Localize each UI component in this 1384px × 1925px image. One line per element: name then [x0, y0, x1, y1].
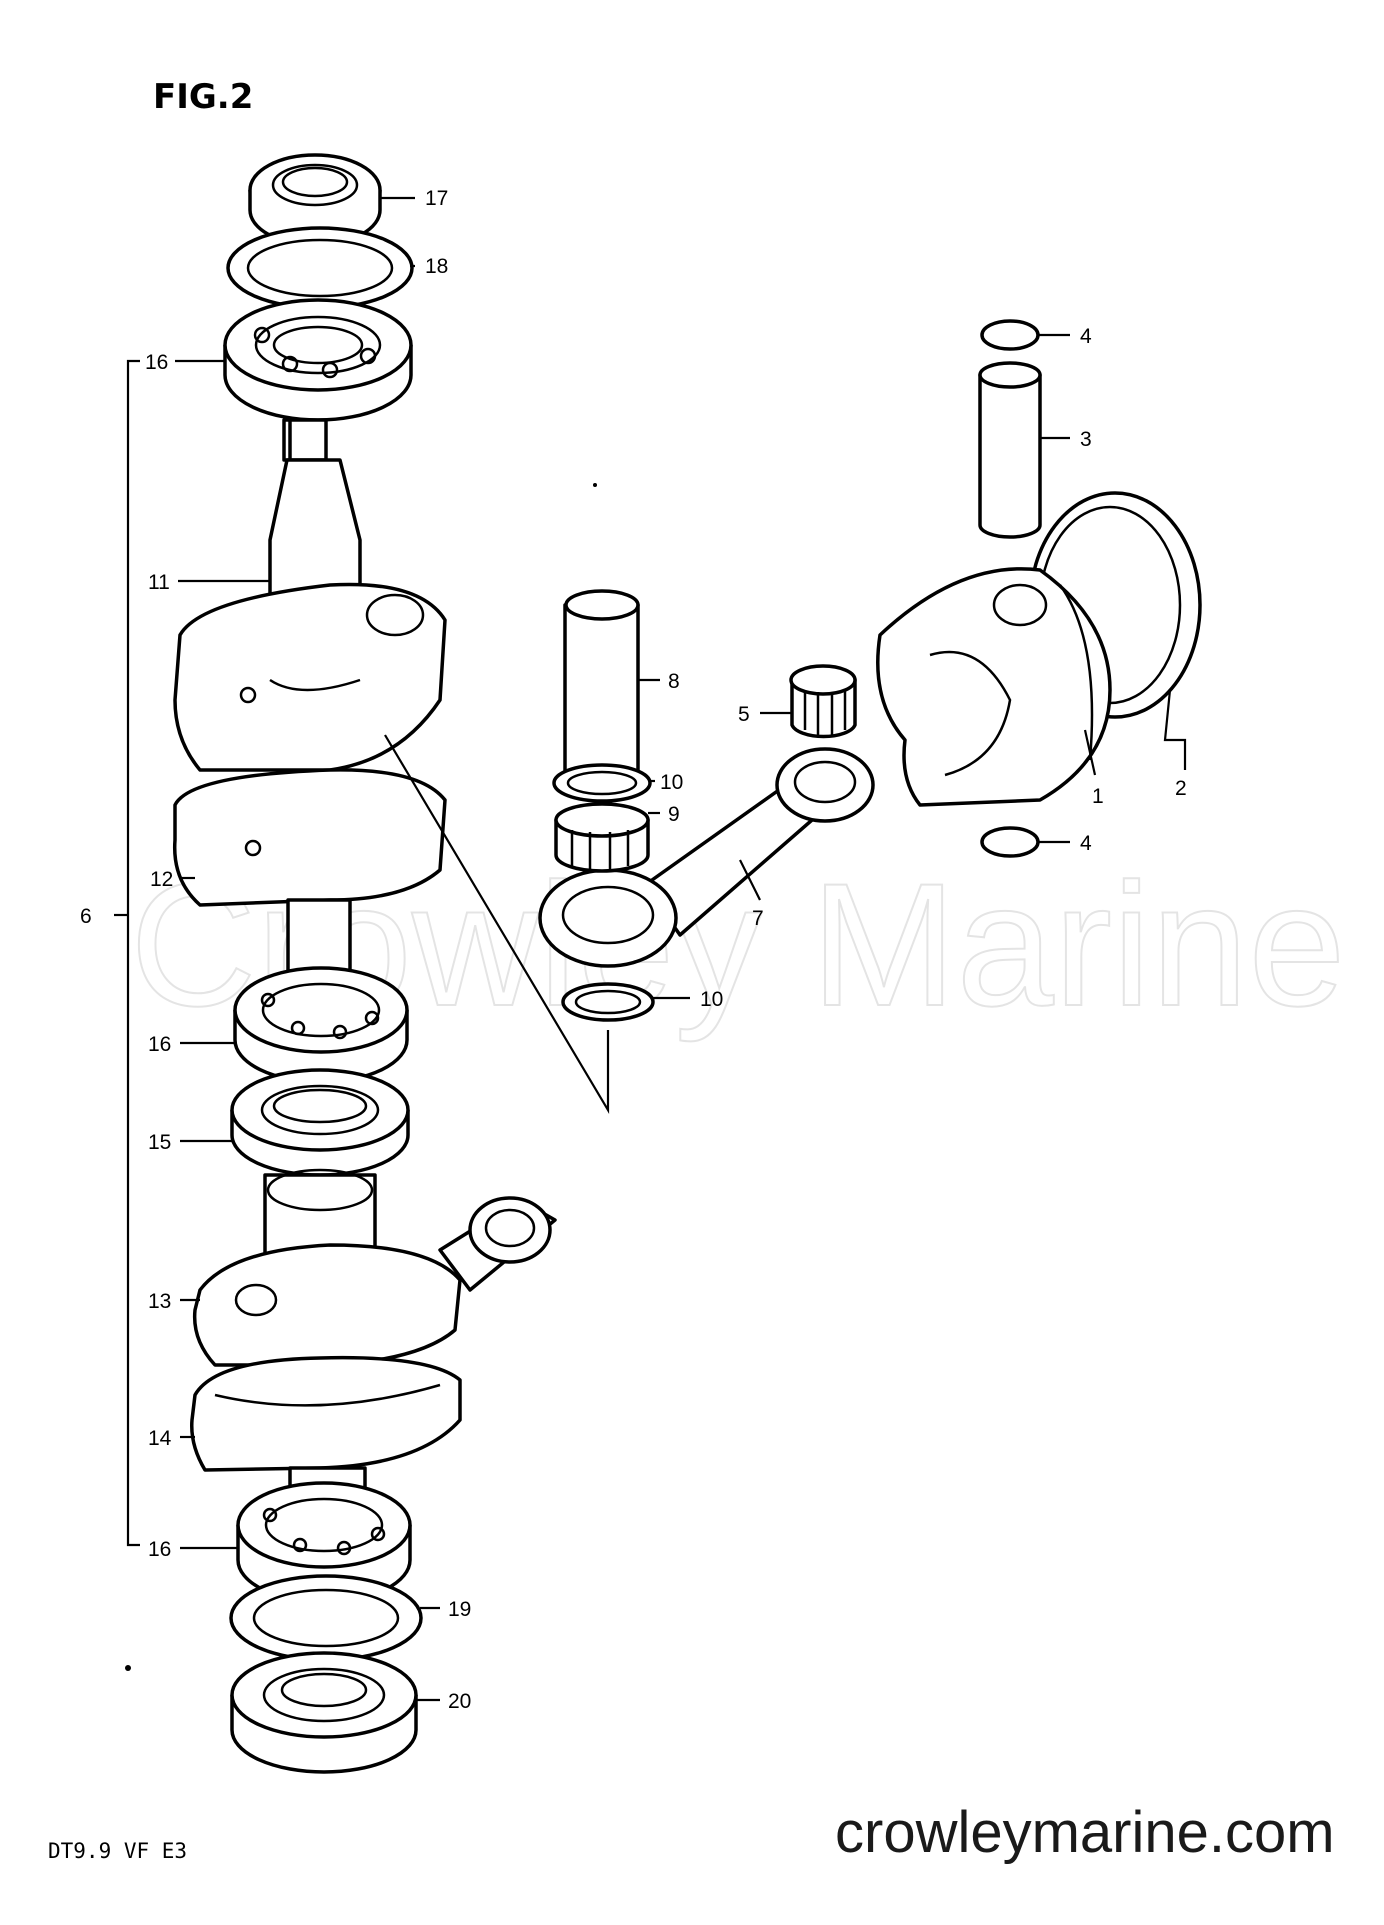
circlip-top [980, 319, 1040, 351]
callout-6: 6 [80, 905, 92, 928]
thrust-washer-upper [552, 763, 652, 803]
callout-17: 17 [425, 187, 448, 210]
model-code: DT9.9 VF E3 [48, 1839, 187, 1863]
crank-web-13 [192, 1168, 557, 1367]
callout-19: 19 [448, 1598, 471, 1621]
assembly-guide [384, 734, 610, 1115]
seal-15 [230, 1068, 410, 1177]
callout-3: 3 [1080, 428, 1092, 451]
callout-8: 8 [668, 670, 680, 693]
thrust-washer-lower [561, 982, 655, 1022]
callout-4-bottom: 4 [1080, 832, 1092, 855]
callout-7: 7 [752, 907, 764, 930]
washer-bottom [229, 1574, 423, 1662]
crank-web-12 [172, 768, 447, 1007]
callout-9: 9 [668, 803, 680, 826]
callout-18: 18 [425, 255, 448, 278]
callout-16-lower: 16 [148, 1538, 171, 1561]
group-bracket [126, 359, 140, 1547]
callout-16-middle: 16 [148, 1033, 171, 1056]
callout-20: 20 [448, 1690, 471, 1713]
piston [876, 567, 1112, 807]
callout-10-lower: 10 [700, 988, 723, 1011]
washer-top [226, 226, 414, 310]
callout-4-top: 4 [1080, 325, 1092, 348]
callout-1: 1 [1092, 785, 1104, 808]
bearing-middle [233, 966, 409, 1084]
scan-dot [125, 1665, 131, 1671]
callout-13: 13 [148, 1290, 171, 1313]
callout-14: 14 [148, 1427, 172, 1450]
leader-lines [175, 196, 1187, 1702]
site-url: crowleymarine.com [835, 1800, 1335, 1865]
circlip-bottom [980, 826, 1040, 858]
connecting-rod [538, 747, 875, 968]
upper-crankshaft [173, 418, 447, 772]
figure-title: FIG.2 [153, 77, 253, 117]
callout-15: 15 [148, 1131, 171, 1154]
big-end-bearing [554, 802, 650, 873]
callout-5: 5 [738, 703, 750, 726]
callout-10-upper: 10 [660, 771, 683, 794]
piston-pin [978, 361, 1042, 539]
small-end-bearing [789, 664, 857, 739]
callout-2: 2 [1175, 777, 1187, 800]
callout-16-top: 16 [145, 351, 168, 374]
scan-dot [593, 483, 597, 487]
callout-12: 12 [150, 868, 173, 891]
callout-11: 11 [148, 571, 170, 594]
callout-labels: 17 18 16 11 12 6 16 15 13 14 16 19 20 4 … [80, 187, 1187, 1713]
bearing-top [223, 298, 413, 422]
oil-seal-bottom [230, 1651, 418, 1774]
oil-seal-top [248, 153, 382, 247]
